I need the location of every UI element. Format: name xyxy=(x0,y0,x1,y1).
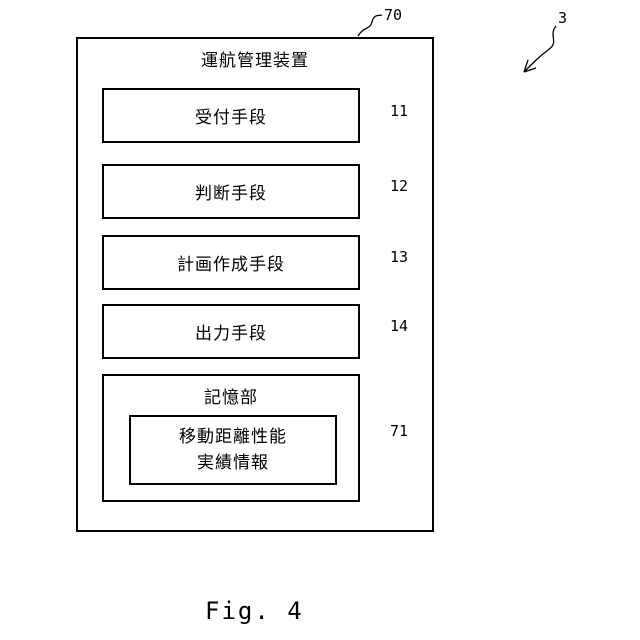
ref-12: 12 xyxy=(390,177,408,195)
unit-label-receiving: 受付手段 xyxy=(195,103,267,128)
ref-3: 3 xyxy=(558,9,567,27)
device-title: 運航管理装置 xyxy=(78,46,432,71)
unit-box-planning: 計画作成手段 xyxy=(102,235,360,290)
unit-box-output: 出力手段 xyxy=(102,304,360,359)
arrowhead-3 xyxy=(524,60,536,72)
storage-title: 記憶部 xyxy=(104,383,358,408)
leader-3 xyxy=(524,26,556,72)
performance-record-line-2: 実績情報 xyxy=(197,450,269,476)
figure-caption: Fig. 4 xyxy=(205,597,304,625)
unit-box-receiving: 受付手段 xyxy=(102,88,360,143)
ref-70: 70 xyxy=(384,6,402,24)
ref-14: 14 xyxy=(390,317,408,335)
performance-record-line-1: 移動距離性能 xyxy=(179,424,287,450)
unit-label-output: 出力手段 xyxy=(195,319,267,344)
unit-label-judgment: 判断手段 xyxy=(195,179,267,204)
performance-record-box: 移動距離性能 実績情報 xyxy=(129,415,337,485)
storage-box: 記憶部 移動距離性能 実績情報 xyxy=(102,374,360,502)
leader-70 xyxy=(358,15,382,36)
ref-11: 11 xyxy=(390,102,408,120)
ref-71: 71 xyxy=(390,422,408,440)
unit-label-planning: 計画作成手段 xyxy=(177,250,285,275)
unit-box-judgment: 判断手段 xyxy=(102,164,360,219)
ref-13: 13 xyxy=(390,248,408,266)
